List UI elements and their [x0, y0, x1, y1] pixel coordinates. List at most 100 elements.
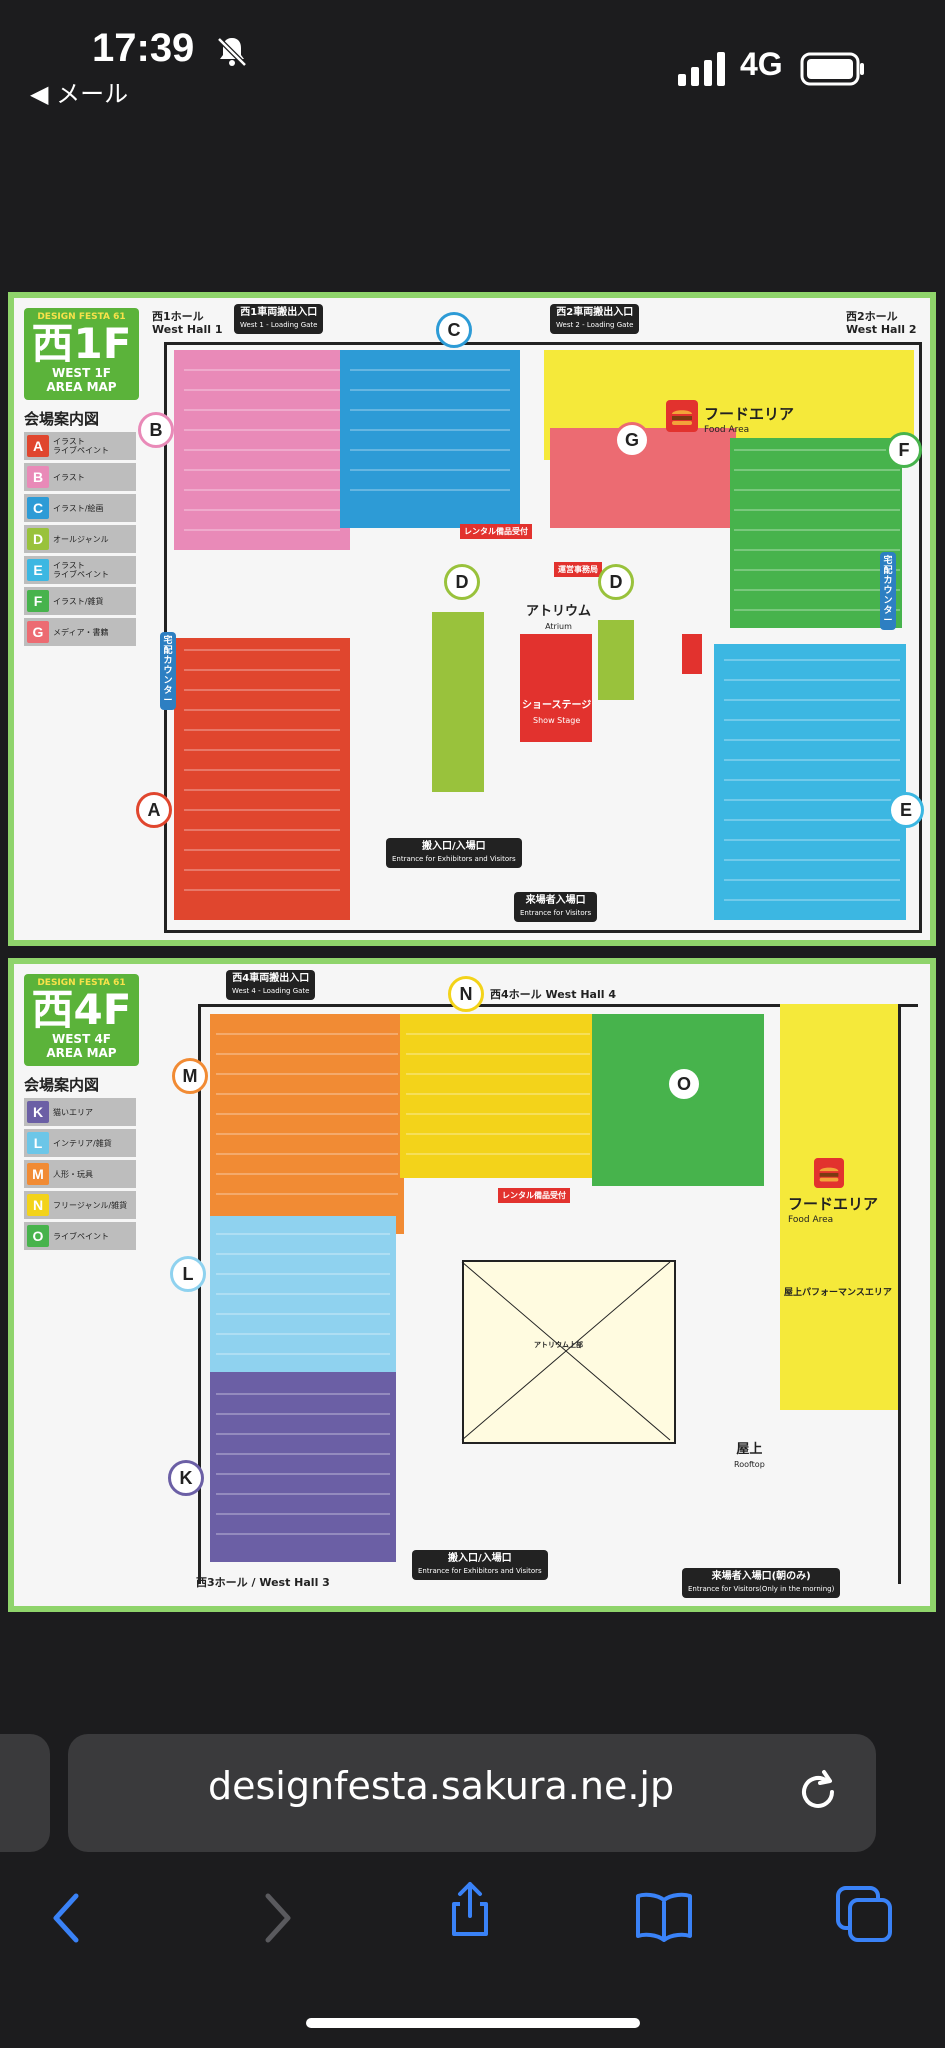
area-block-food	[780, 1004, 898, 1410]
share-icon[interactable]	[440, 1880, 500, 1940]
legend-text: メディア・書籍	[53, 627, 109, 637]
legend-key: C	[27, 497, 49, 519]
floor-title-badge: DESIGN FESTA 61 西1F WEST 1F AREA MAP	[24, 308, 139, 400]
legend-row: M 人形・玩具	[24, 1160, 136, 1188]
wall	[198, 1004, 201, 1584]
area-block-c	[340, 350, 520, 528]
hall-label: 西2ホール West Hall 2	[846, 310, 917, 336]
wall	[198, 1004, 918, 1007]
area-block-e	[714, 644, 906, 920]
area-marker-b[interactable]: B	[138, 412, 174, 448]
area-marker-d[interactable]: D	[444, 564, 480, 600]
area-marker-m[interactable]: M	[172, 1058, 208, 1094]
area-block-a	[174, 638, 350, 920]
legend-row: O ライブペイント	[24, 1222, 136, 1250]
office-label: 運営事務局	[554, 562, 602, 577]
area-block-d	[432, 612, 484, 792]
legend-key: E	[27, 559, 49, 581]
legend-key: M	[27, 1163, 49, 1185]
hall-label: 西3ホール / West Hall 3	[196, 1576, 330, 1589]
atrium-upper-block	[462, 1260, 676, 1444]
visitor-entrance-label: 来場者入場口(朝のみ)Entrance for Visitors(Only in…	[682, 1568, 841, 1598]
legend-text: イラスト/絵画	[53, 503, 104, 513]
legend-text: フリージャンル/雑貨	[53, 1200, 128, 1210]
wall	[164, 342, 922, 345]
legend-row: F イラスト/雑貨	[24, 587, 136, 615]
legend-text: イラスト ライブペイント	[53, 437, 109, 455]
legend-key: L	[27, 1132, 49, 1154]
legend-key: N	[27, 1194, 49, 1216]
legend-key: B	[27, 466, 49, 488]
hall-label: 西4ホール West Hall 4	[490, 988, 616, 1001]
area-marker-c[interactable]: C	[436, 312, 472, 348]
legend-key: O	[27, 1225, 49, 1247]
battery-icon	[800, 52, 864, 86]
area-marker-l[interactable]: L	[170, 1256, 206, 1292]
hall-label: 西1ホール West Hall 1	[152, 310, 223, 336]
area-block-n	[400, 1014, 596, 1178]
back-chevron-icon[interactable]	[40, 1888, 100, 1948]
area-marker-o[interactable]: O	[666, 1066, 702, 1102]
legend-text: イラスト	[53, 472, 85, 482]
legend-title: 会場案内図	[24, 410, 100, 428]
browser-toolbar	[0, 1870, 945, 2048]
legend-text: イラスト/雑貨	[53, 596, 104, 606]
area-block-l	[210, 1216, 396, 1376]
delivery-counter-label: 宅配カウンター	[880, 552, 896, 630]
legend-text: オールジャンル	[53, 534, 109, 544]
area-marker-d[interactable]: D	[598, 564, 634, 600]
delivery-counter-label: 宅配カウンター	[160, 632, 176, 710]
area-marker-f[interactable]: F	[886, 432, 922, 468]
burger-icon	[814, 1158, 844, 1188]
area-block-k	[210, 1372, 396, 1562]
network-type: 4G	[740, 46, 783, 82]
previous-tab-peek[interactable]	[0, 1734, 50, 1852]
show-stage-block	[520, 634, 592, 742]
floor-name: 西1F	[31, 319, 132, 368]
floor-name: 西4F	[31, 985, 132, 1034]
url-text[interactable]: designfesta.sakura.ne.jp	[208, 1764, 675, 1808]
address-bar[interactable]: designfesta.sakura.ne.jp	[68, 1734, 876, 1852]
rental-equipment-label: レンタル備品受付	[498, 1188, 570, 1203]
legend-row: K 猫いエリア	[24, 1098, 136, 1126]
forward-chevron-icon[interactable]	[246, 1888, 306, 1948]
area-marker-k[interactable]: K	[168, 1460, 204, 1496]
status-bar: 17:39 ◀ メール 4G	[0, 0, 945, 140]
signal-icon	[678, 52, 725, 86]
reload-icon[interactable]	[788, 1762, 848, 1822]
legend-key: A	[27, 435, 49, 457]
area-marker-e[interactable]: E	[888, 792, 924, 828]
bell-muted-icon	[217, 37, 247, 67]
legend-text: 猫いエリア	[53, 1107, 93, 1117]
tabs-icon[interactable]	[834, 1884, 894, 1944]
legend-text: ライブペイント	[53, 1231, 109, 1241]
area-marker-n[interactable]: N	[448, 976, 484, 1012]
bookmarks-icon[interactable]	[634, 1888, 694, 1948]
legend-text: 人形・玩具	[53, 1169, 93, 1179]
legend-key: F	[27, 590, 49, 612]
area-marker-g[interactable]: G	[614, 422, 650, 458]
stall-grid	[216, 1033, 671, 1535]
back-to-mail-link[interactable]: ◀ メール	[30, 80, 129, 108]
status-time: 17:39	[92, 26, 195, 70]
legend-key: K	[27, 1101, 49, 1123]
legend-row: C イラスト/絵画	[24, 494, 136, 522]
legend-key: G	[27, 621, 49, 643]
wall	[919, 342, 922, 932]
burger-icon	[666, 400, 698, 432]
area-marker-a[interactable]: A	[136, 792, 172, 828]
area-block-d	[598, 620, 634, 700]
